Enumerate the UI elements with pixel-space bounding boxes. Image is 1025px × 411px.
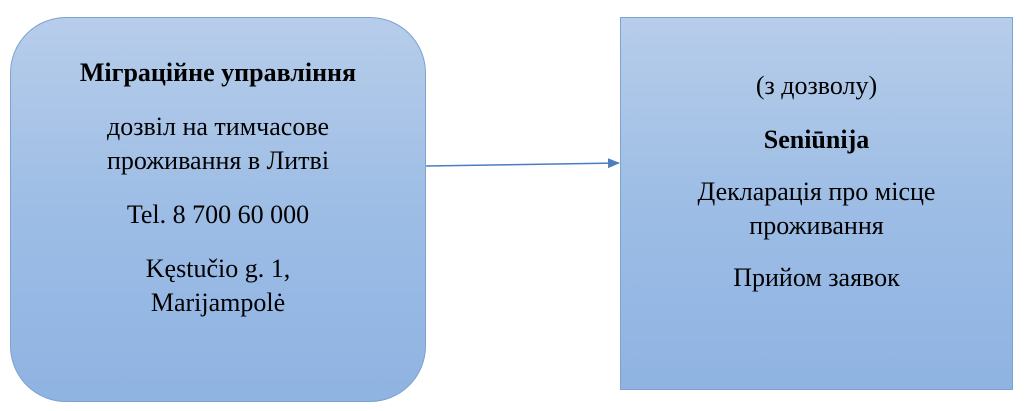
address-line1: Kęstučio g. 1,	[145, 254, 291, 283]
permit-text-line2: проживання в Литві	[106, 146, 330, 175]
declaration-line1: Декларація про місце	[697, 177, 936, 206]
migration-office-title: Міграційне управління	[79, 58, 357, 87]
permit-text-line1: дозвіл на тимчасове	[107, 112, 329, 141]
seniunija-title: Seniūnija	[763, 125, 870, 154]
applications-accepted: Прийом заявок	[733, 263, 900, 292]
address-line2: Marijampolė	[150, 288, 286, 317]
migration-office-box: Міграційне управління дозвіл на тимчасов…	[10, 17, 426, 402]
declaration-line2: проживання	[749, 211, 884, 240]
permit-condition-note: (з дозволу)	[755, 71, 878, 100]
phone-number: Tel. 8 700 60 000	[126, 200, 310, 229]
seniunija-box: (з дозволу) Seniūnija Декларація про міс…	[620, 17, 1013, 390]
arrow-line	[425, 158, 620, 169]
